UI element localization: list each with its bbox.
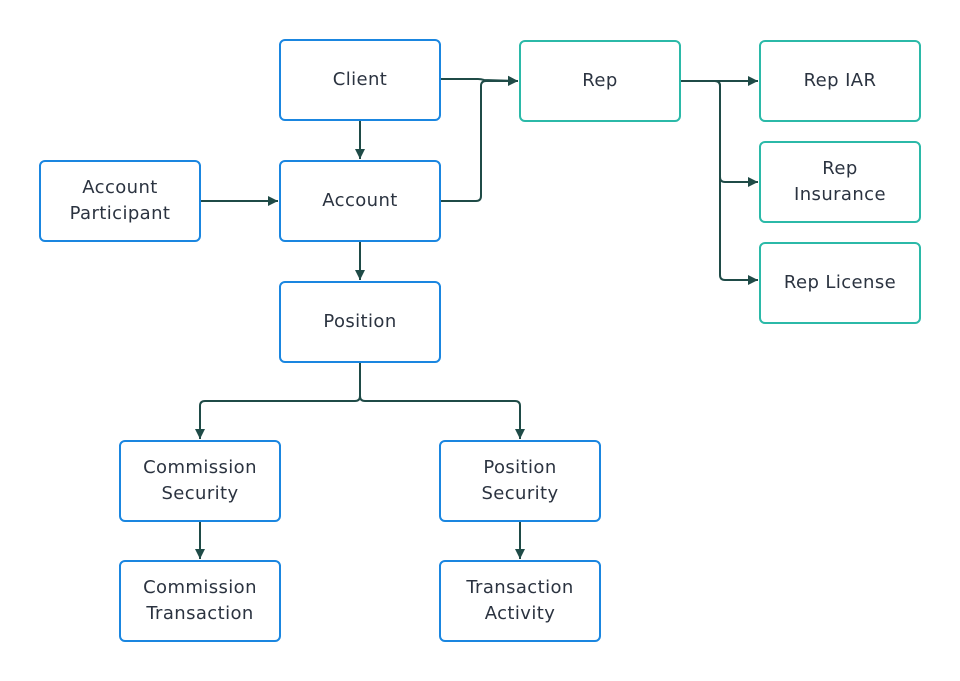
rep-node[interactable]: Rep <box>519 40 681 122</box>
rep-license-node-label: Rep License <box>783 272 897 293</box>
transaction-activity-label-line-2: Activity <box>484 603 556 624</box>
edge-position-position-security <box>359 395 525 439</box>
rep-insurance-label-line-2: Insurance <box>794 184 886 205</box>
rep-insurance-label-line-1: Rep <box>822 158 858 179</box>
commission-security-node[interactable]: Commission Security <box>119 440 281 522</box>
position-node[interactable]: Position <box>279 281 441 363</box>
edge-position-commission-security <box>195 363 361 439</box>
account-node[interactable]: Account <box>279 160 441 242</box>
edge-client-rep <box>441 75 519 86</box>
edge-rep-rep-license <box>714 80 758 285</box>
transaction-activity-label-line-1: Transaction <box>466 577 574 598</box>
client-node-label: Client <box>332 69 388 90</box>
account-participant-node[interactable]: Account Participant <box>39 160 201 242</box>
position-security-label-line-2: Security <box>481 483 559 504</box>
edge-account-rep <box>441 76 518 202</box>
commission-transaction-label-line-1: Commission <box>143 577 257 598</box>
position-node-label: Position <box>323 311 397 332</box>
client-node[interactable]: Client <box>279 39 441 121</box>
position-security-label-line-1: Position <box>483 457 557 478</box>
account-participant-label-line-2: Participant <box>69 203 171 224</box>
rep-license-node[interactable]: Rep License <box>759 242 921 324</box>
rep-node-label: Rep <box>582 70 618 91</box>
rep-iar-node-label: Rep IAR <box>803 70 877 91</box>
account-node-label: Account <box>322 190 398 211</box>
commission-security-label-line-1: Commission <box>143 457 257 478</box>
rep-insurance-node[interactable]: Rep Insurance <box>759 141 921 223</box>
commission-security-label-line-2: Security <box>161 483 239 504</box>
commission-transaction-node[interactable]: Commission Transaction <box>119 560 281 642</box>
position-security-node[interactable]: Position Security <box>439 440 601 522</box>
commission-transaction-label-line-2: Transaction <box>146 603 254 624</box>
transaction-activity-node[interactable]: Transaction Activity <box>439 560 601 642</box>
account-participant-label-line-1: Account <box>82 177 158 198</box>
rep-iar-node[interactable]: Rep IAR <box>759 40 921 122</box>
